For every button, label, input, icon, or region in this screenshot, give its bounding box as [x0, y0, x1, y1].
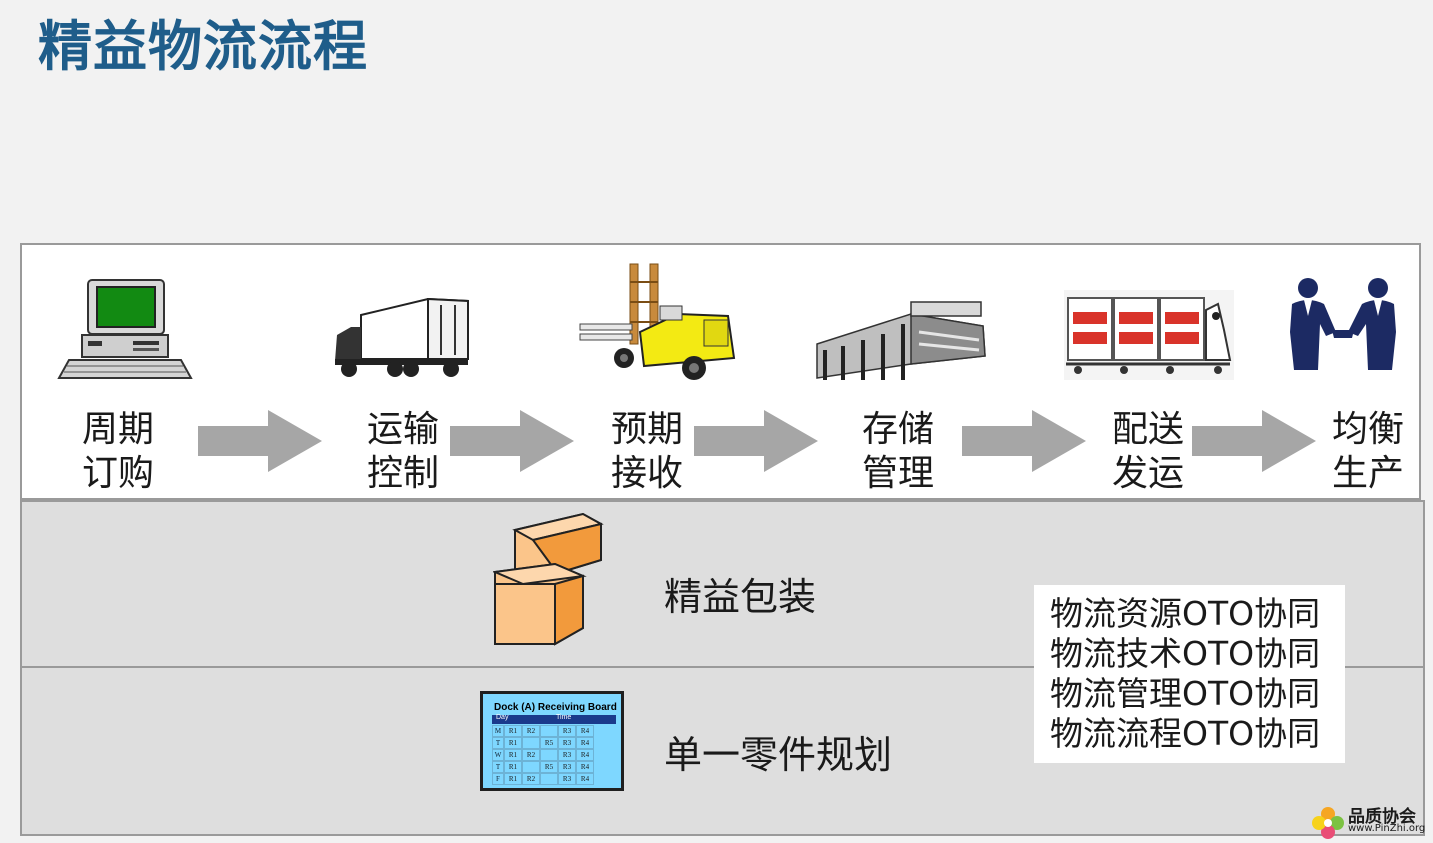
oto-line: 物流资源OTO协同 — [1050, 594, 1321, 633]
receiving-board-cell: R1 — [504, 725, 522, 737]
boxes-icon — [493, 512, 604, 646]
receiving-board-cell: R2 — [522, 773, 540, 785]
receiving-board-cell — [540, 749, 558, 761]
step-label-ordering: 周期订购 — [81, 409, 154, 494]
receiving-board-cell: R4 — [576, 725, 594, 737]
oto-line: 物流技术OTO协同 — [1050, 634, 1321, 673]
receiving-board-cell: R3 — [558, 773, 576, 785]
receiving-board-day: F — [492, 773, 504, 785]
oto-line: 物流流程OTO协同 — [1050, 714, 1321, 753]
warehouse-icon — [816, 301, 986, 380]
receiving-board-cell: R4 — [576, 773, 594, 785]
receiving-board-day: T — [492, 737, 504, 749]
flower-logo-icon — [1312, 807, 1344, 839]
receiving-board-cell: R2 — [522, 725, 540, 737]
receiving-board-cell: R1 — [504, 749, 522, 761]
receiving-board-title: Dock (A) Receiving Board — [494, 702, 617, 713]
receiving-board-cell: R3 — [558, 761, 576, 773]
receiving-board-header: Day Time — [492, 714, 616, 724]
handshake-icon — [1290, 278, 1396, 370]
flow-arrow-5 — [1192, 410, 1316, 472]
receiving-board-cell: R4 — [576, 761, 594, 773]
receiving-board-cell — [522, 737, 540, 749]
forklift-icon — [579, 263, 736, 380]
step-label-transport: 运输控制 — [366, 409, 439, 494]
pinzhi-logo: 品质协会 www.PinZhi.org — [1310, 803, 1430, 841]
receiving-board-cell: R4 — [576, 737, 594, 749]
receiving-board-cell: R3 — [558, 725, 576, 737]
receiving-board-cell: R1 — [504, 773, 522, 785]
logo-name: 品质协会 — [1348, 807, 1416, 827]
receiving-board-day: M — [492, 725, 504, 737]
oto-collaboration-box: 物流资源OTO协同 物流技术OTO协同 物流管理OTO协同 物流流程OTO协同 — [1034, 585, 1345, 763]
delivery-cart-icon — [1064, 290, 1234, 380]
flow-arrow-1 — [198, 410, 322, 472]
receiving-board-cell: R3 — [558, 749, 576, 761]
step-label-delivery: 配送发运 — [1111, 409, 1184, 494]
step-label-receiving: 预期接收 — [610, 409, 683, 494]
oto-line: 物流管理OTO协同 — [1050, 674, 1321, 713]
receiving-board-cell: R5 — [540, 761, 558, 773]
receiving-board-cell — [540, 773, 558, 785]
flow-arrow-3 — [694, 410, 818, 472]
receiving-board-day: T — [492, 761, 504, 773]
logo-url: www.PinZhi.org — [1348, 823, 1426, 834]
receiving-board-cell: R2 — [522, 749, 540, 761]
part-planning-label: 单一零件规划 — [664, 733, 893, 777]
receiving-board-cell: R5 — [540, 737, 558, 749]
flow-arrow-4 — [962, 410, 1086, 472]
step-label-production: 均衡生产 — [1331, 409, 1404, 494]
computer-icon — [57, 279, 193, 379]
receiving-board-cell: R4 — [576, 749, 594, 761]
truck-icon — [335, 297, 469, 377]
packaging-label: 精益包装 — [664, 575, 817, 619]
receiving-board-cell — [522, 761, 540, 773]
flow-arrow-2 — [450, 410, 574, 472]
receiving-board-cell: R1 — [504, 761, 522, 773]
receiving-board-cell — [540, 725, 558, 737]
receiving-board-day: W — [492, 749, 504, 761]
receiving-board-cell: R3 — [558, 737, 576, 749]
step-label-storage: 存储管理 — [861, 409, 934, 494]
receiving-board-cell: R1 — [504, 737, 522, 749]
page-title: 精益物流流程 — [38, 15, 368, 78]
